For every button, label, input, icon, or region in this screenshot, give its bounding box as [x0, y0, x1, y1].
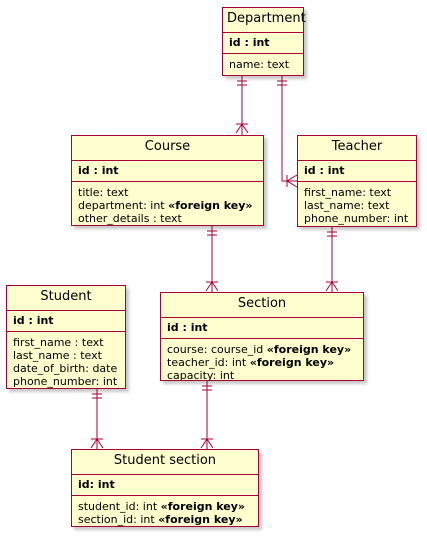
field-text: teacher_id: int — [167, 356, 250, 369]
entity-department[interactable]: Department id : int name: text — [222, 7, 306, 76]
rel-department-teacher — [277, 76, 298, 188]
entity-title: Student — [7, 286, 125, 311]
field-text: phone_number: int — [13, 375, 118, 388]
primary-key: id : int — [72, 161, 263, 182]
field-text: student_id: int — [78, 500, 161, 513]
field-text: section_id: int — [78, 513, 159, 526]
field: name: text — [229, 58, 297, 71]
field: student_id: int «foreign key» — [78, 500, 252, 513]
field-text: first_name: text — [304, 186, 392, 199]
field: last_name: text — [304, 199, 410, 212]
field-text: name: text — [229, 58, 290, 71]
entity-title: Section — [161, 293, 363, 318]
field-text: other_details : text — [78, 212, 182, 225]
field-text: phone_number: int — [304, 212, 409, 225]
primary-key: id : int — [223, 33, 303, 54]
rel-teacher-section — [325, 227, 339, 292]
field: department: int «foreign key» — [78, 199, 257, 212]
field: course: course_id «foreign key» — [167, 343, 357, 356]
entity-student-section[interactable]: Student section id: int student_id: int … — [71, 449, 259, 527]
entity-title: Student section — [72, 450, 258, 475]
field: phone_number: int — [304, 212, 410, 225]
entity-title: Department — [223, 8, 306, 33]
entity-fields: course: course_id «foreign key» teacher_… — [161, 339, 363, 385]
foreign-key-stereotype: «foreign key» — [160, 500, 246, 513]
field-text: course: course_id — [167, 343, 267, 356]
field: section_id: int «foreign key» — [78, 513, 252, 526]
primary-key: id: int — [72, 475, 258, 496]
entity-fields: first_name : text last_name : text date_… — [7, 332, 125, 391]
field: first_name: text — [304, 186, 410, 199]
field-text: first_name : text — [13, 336, 104, 349]
rel-section-student-section — [200, 381, 214, 449]
foreign-key-stereotype: «foreign key» — [158, 513, 243, 526]
entity-fields: student_id: int «foreign key» section_id… — [72, 496, 258, 529]
field: other_details : text — [78, 212, 257, 225]
field: last_name : text — [13, 349, 119, 362]
entity-fields: first_name: text last_name: text phone_n… — [298, 182, 416, 228]
field-text: date_of_birth: date — [13, 362, 118, 375]
field: teacher_id: int «foreign key» — [167, 356, 357, 369]
primary-key: id : int — [161, 318, 363, 339]
field: capacity: int — [167, 369, 357, 382]
entity-teacher[interactable]: Teacher id : int first_name: text last_n… — [297, 135, 417, 227]
field-text: last_name: text — [304, 199, 390, 212]
entity-title: Teacher — [298, 136, 416, 161]
field-text: title: text — [78, 186, 129, 199]
entity-fields: title: text department: int «foreign key… — [72, 182, 263, 228]
foreign-key-stereotype: «foreign key» — [168, 199, 253, 212]
field: phone_number: int — [13, 375, 119, 388]
rel-department-course — [235, 76, 249, 135]
entity-section[interactable]: Section id : int course: course_id «fore… — [160, 292, 364, 382]
field-text: last_name : text — [13, 349, 102, 362]
primary-key: id : int — [7, 311, 125, 332]
field: title: text — [78, 186, 257, 199]
rel-student-student-section — [90, 389, 104, 449]
foreign-key-stereotype: «foreign key» — [249, 356, 335, 369]
entity-course[interactable]: Course id : int title: text department: … — [71, 135, 264, 226]
entity-student[interactable]: Student id : int first_name : text last_… — [6, 285, 126, 389]
field-text: capacity: int — [167, 369, 235, 382]
field: date_of_birth: date — [13, 362, 119, 375]
rel-course-section — [205, 226, 219, 292]
primary-key: id : int — [298, 161, 416, 182]
entity-fields: name: text — [223, 54, 303, 74]
field-text: department: int — [78, 199, 169, 212]
field: first_name : text — [13, 336, 119, 349]
foreign-key-stereotype: «foreign key» — [266, 343, 352, 356]
entity-title: Course — [72, 136, 263, 161]
